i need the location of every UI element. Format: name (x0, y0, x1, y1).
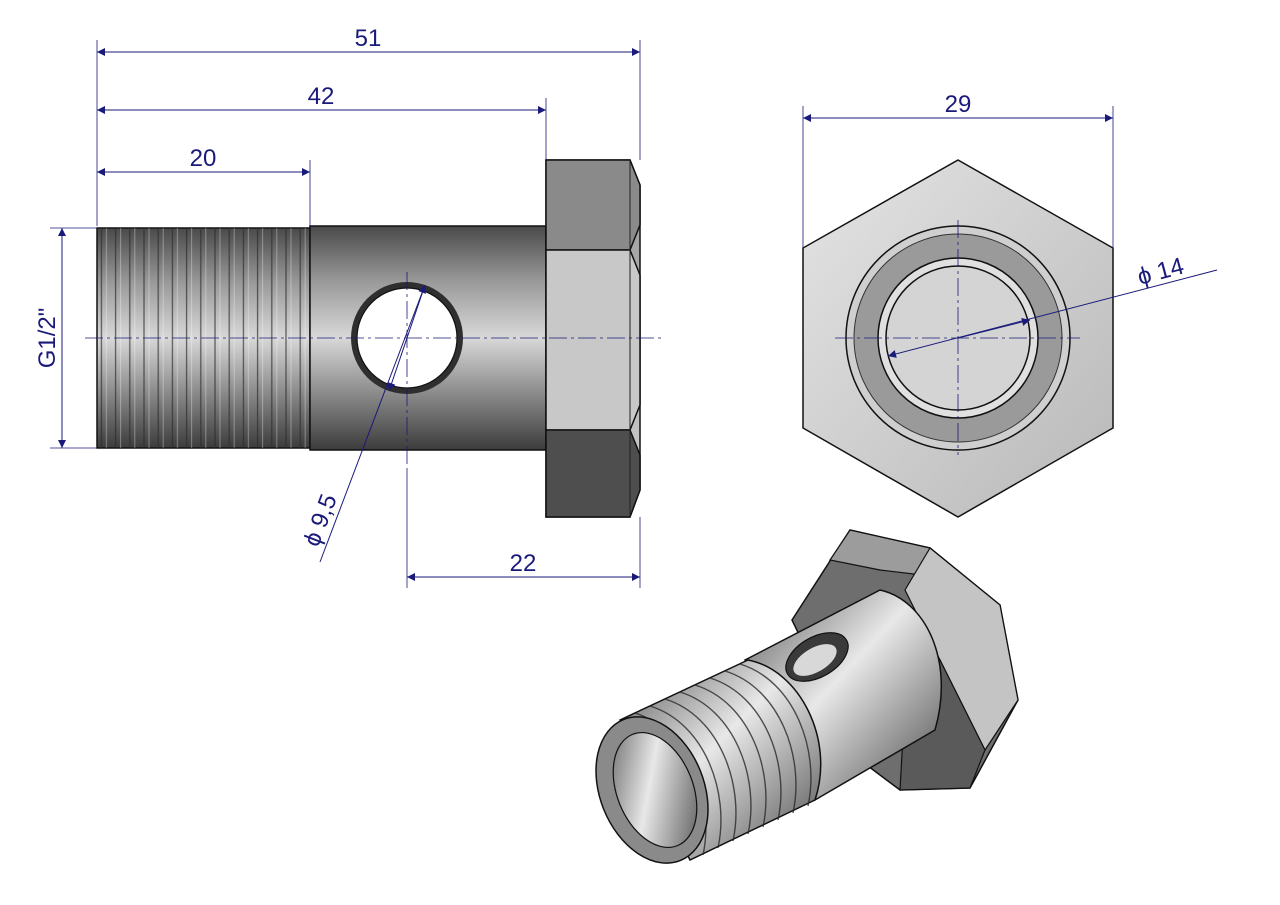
dimension-label: 20 (190, 145, 217, 172)
isometric-view (595, 529, 1019, 864)
dimension-label: 29 (945, 91, 972, 118)
dimension-42: 42 (97, 83, 547, 160)
dimension-label: 42 (308, 83, 335, 110)
dimension-label: 51 (355, 25, 382, 52)
hex-head-side (545, 159, 641, 518)
dimension-label: ϕ 14 (1135, 253, 1187, 291)
dimension-51: 51 (96, 25, 641, 226)
dimension-29: 29 (802, 91, 1114, 248)
dimension-20: 20 (97, 145, 311, 226)
dimension-label: 22 (510, 550, 537, 577)
dimension-label: G1/2" (34, 308, 61, 369)
side-view (96, 159, 641, 518)
dimension-22: 22 (406, 470, 641, 588)
dimension-thread-size: G1/2" (34, 227, 97, 449)
